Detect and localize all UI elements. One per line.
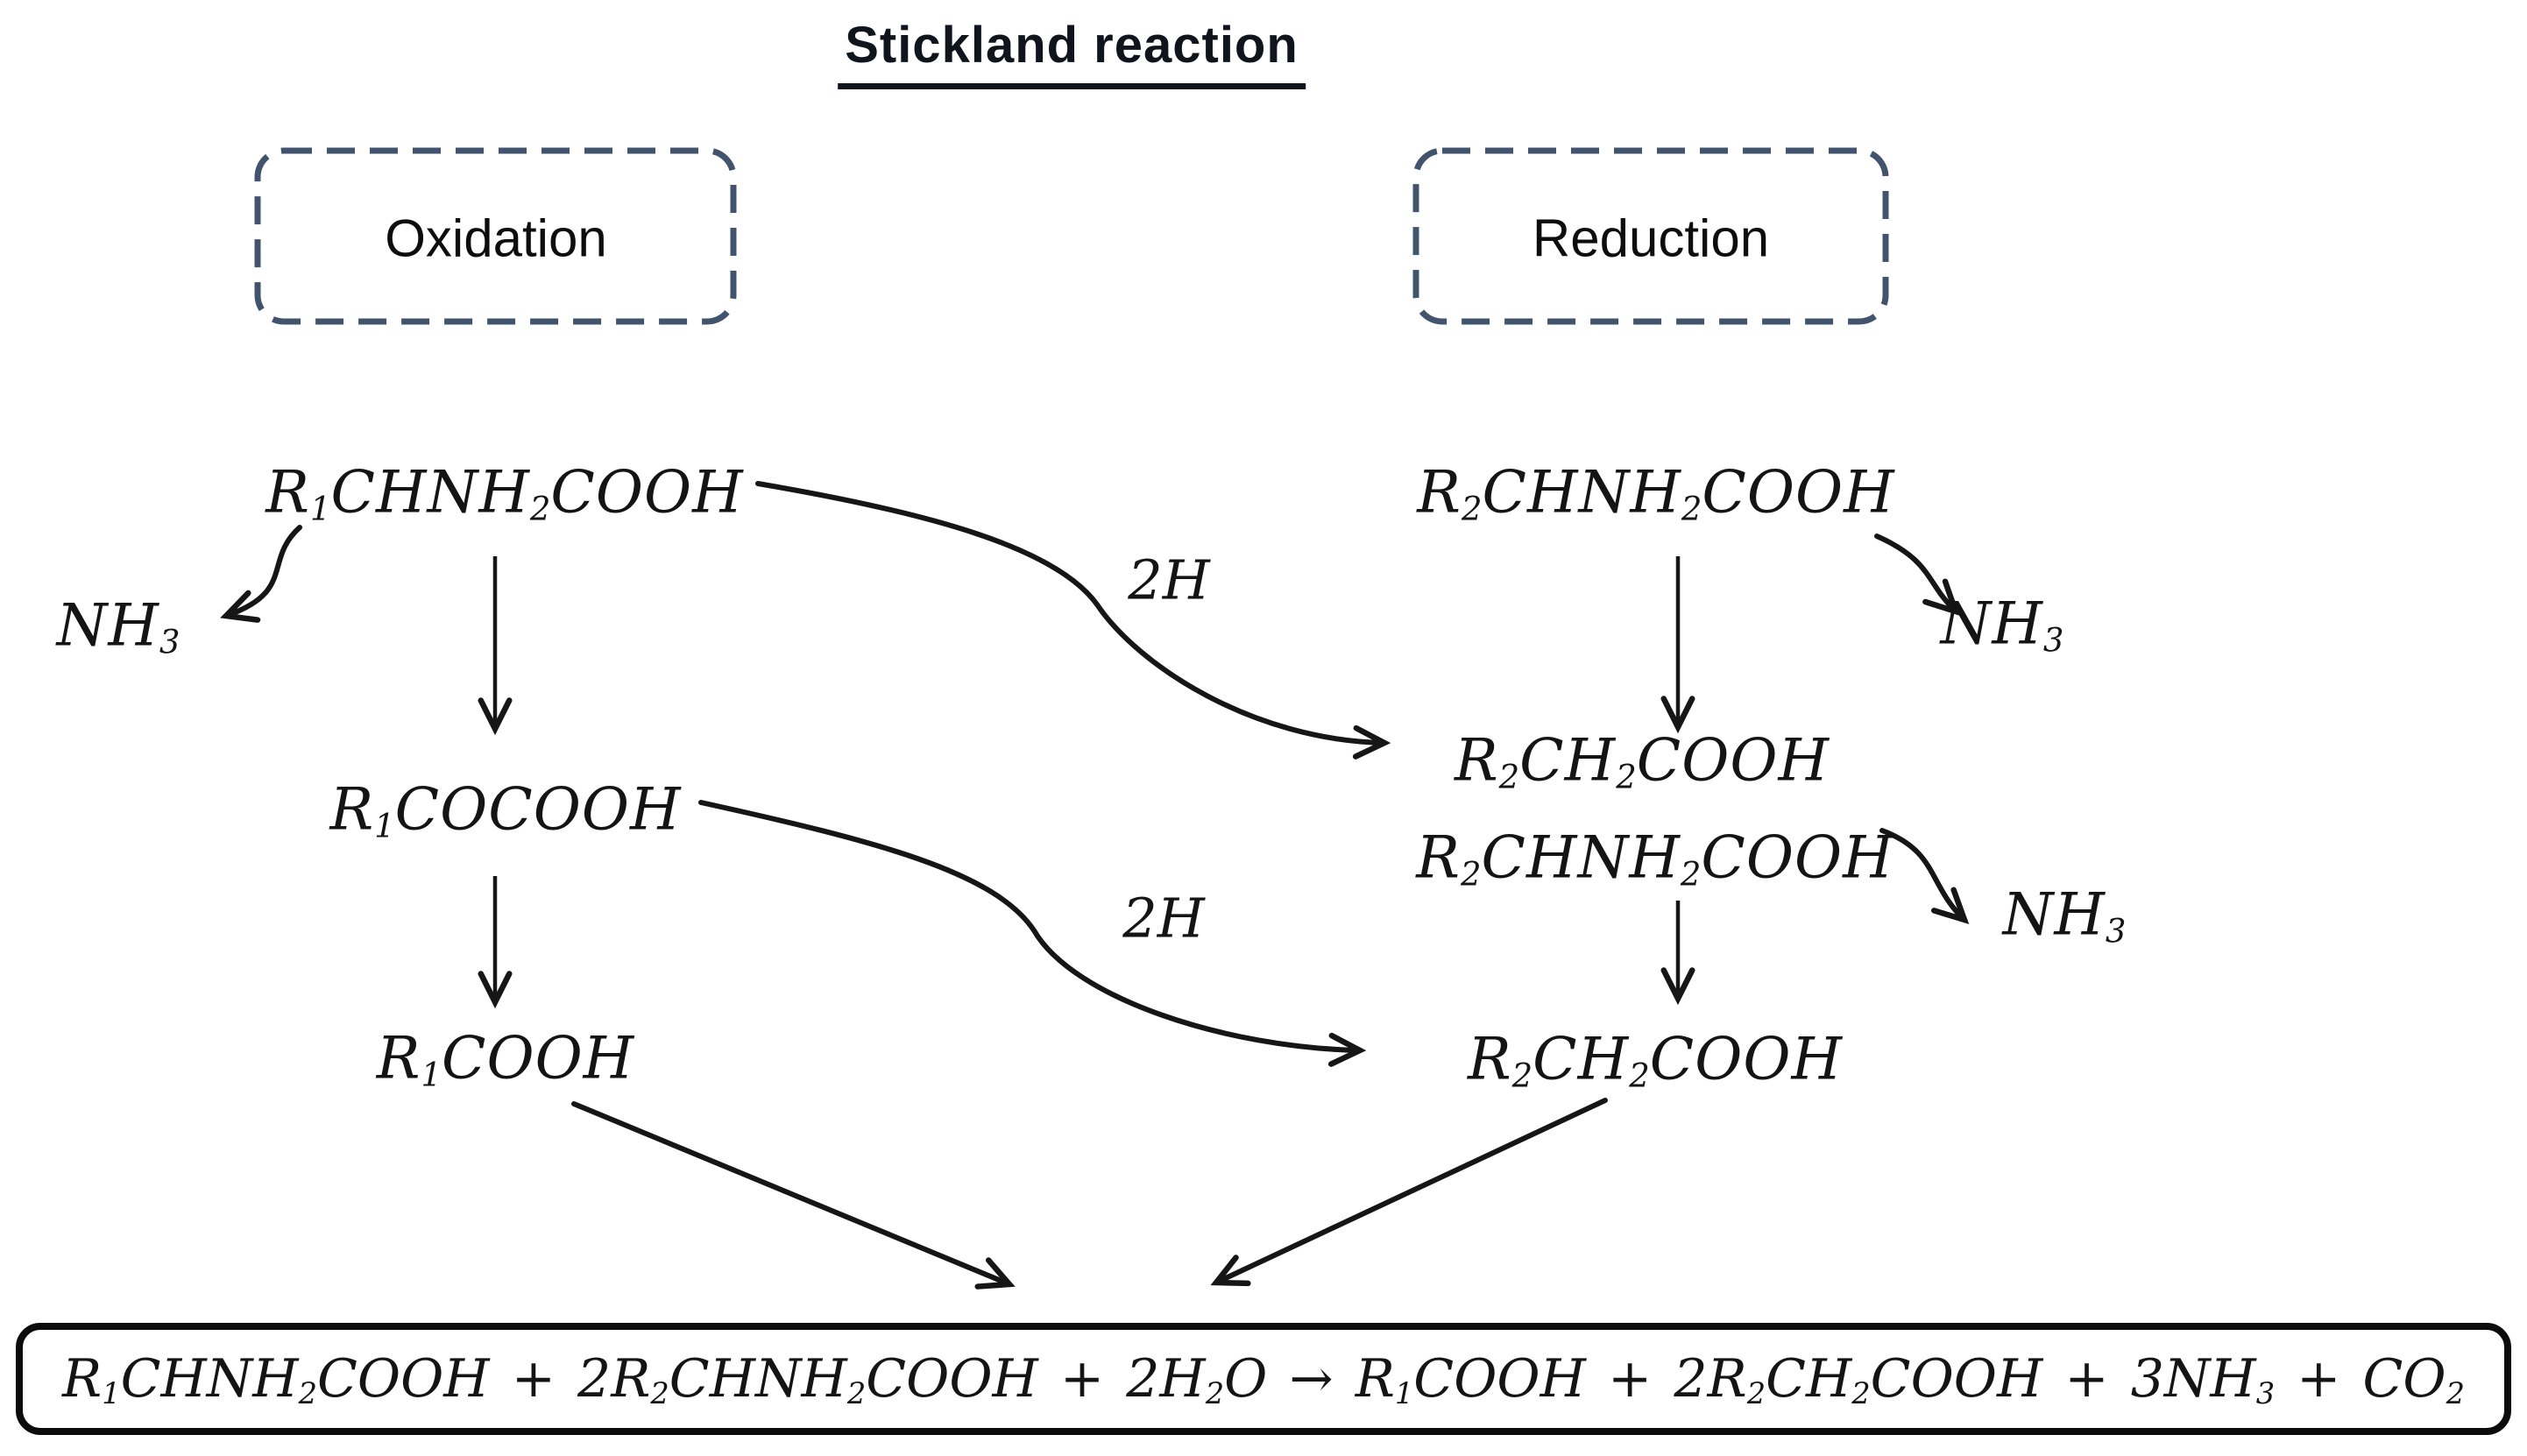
arrow-2h-transfer-bottom (698, 800, 1367, 1067)
overall-equation-box: R1CHNH2COOH + 2R2CHNH2COOH + 2H2O → R1CO… (16, 1323, 2511, 1435)
arrow-2h-transfer-top (755, 481, 1391, 760)
arrow-r2-fatty-to-equation (1210, 1098, 1608, 1287)
overall-equation: R1CHNH2COOH + 2R2CHNH2COOH + 2H2O → R1CO… (62, 1348, 2465, 1411)
formula-r2-amino-acid-mid: R2CHNH2COOH (1416, 823, 1894, 894)
h-transfer-label-bottom: 2H (1122, 886, 1205, 951)
oxidation-box-border (254, 147, 737, 325)
reduction-box-label: Reduction (1532, 209, 1770, 268)
formula-r2-fatty-acid-top: R2CH2COOH (1454, 726, 1830, 796)
h-transfer-label-top: 2H (1128, 548, 1210, 612)
arrow-r1-deamination-to-nh3 (220, 525, 302, 623)
formula-r1-keto-acid: R1COCOOH (329, 775, 682, 845)
formula-nh3-right-mid: NH3 (2002, 880, 2127, 951)
oxidation-box-label: Oxidation (385, 209, 607, 268)
diagram-title: Stickland reaction (838, 16, 1306, 89)
arrow-r2-top-deamination-to-nh3 (1874, 534, 1961, 617)
arrow-r2-mid-deamination-to-nh3 (1879, 828, 1970, 925)
formula-r2-amino-acid-top: R2CHNH2COOH (1417, 458, 1895, 528)
formula-nh3-right-top: NH3 (1940, 590, 2064, 660)
reduction-box-border (1412, 147, 1889, 325)
formula-r1-amino-acid: R1CHNH2COOH (265, 458, 744, 528)
arrow-r1-fatty-to-equation (571, 1101, 1016, 1290)
formula-r2-fatty-acid-bottom: R2CH2COOH (1467, 1025, 1844, 1095)
formula-r1-fatty-acid: R1COOH (376, 1024, 635, 1094)
formula-nh3-left: NH3 (56, 591, 180, 661)
